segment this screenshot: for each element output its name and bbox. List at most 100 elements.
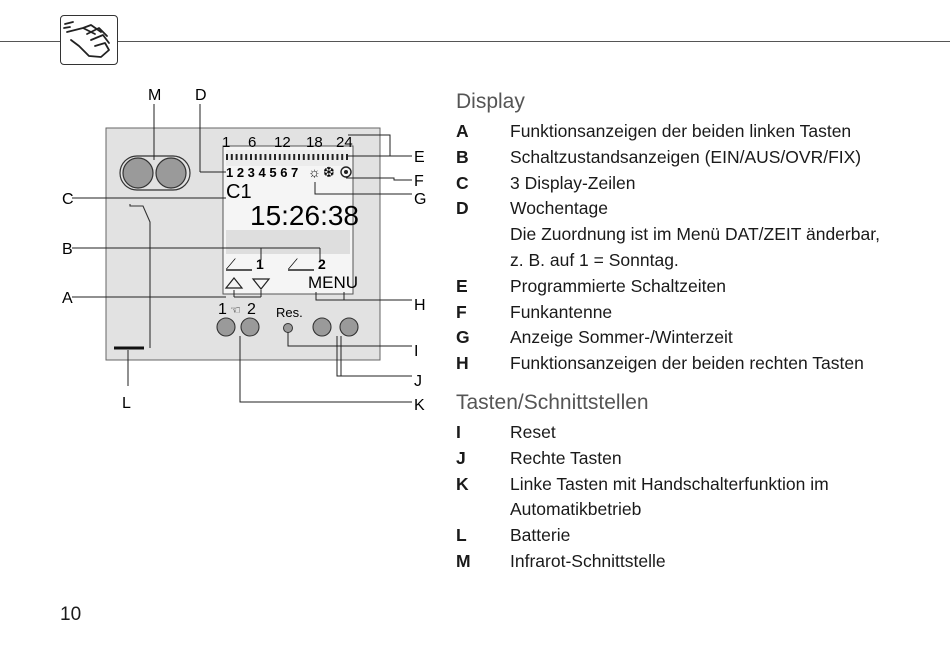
legend-letter: C <box>456 172 469 193</box>
hand-pointer-icon <box>60 15 118 65</box>
legend-text: Schaltzustandsanzeigen (EIN/AUS/OVR/FIX) <box>510 146 862 167</box>
legend-text: Funktionsanzeigen der beiden rechten Tas… <box>510 353 864 374</box>
callout-e: E <box>414 149 425 166</box>
legend-letter: M <box>456 550 471 571</box>
legend-letter <box>456 248 510 274</box>
legend-letter: I <box>456 422 461 442</box>
display-section-title: Display <box>456 90 525 113</box>
legend-letter: A <box>456 121 469 141</box>
legend-letter: D <box>456 198 469 219</box>
reset-label: Res. <box>276 305 303 320</box>
switch-icon-1: ⟋ <box>226 256 236 272</box>
callout-a: A <box>62 290 73 307</box>
key-label-2: 2 <box>247 301 256 318</box>
channel-2-label: 2 <box>318 256 326 272</box>
legend-letter: L <box>456 525 467 546</box>
legend-letter: K <box>456 473 469 494</box>
legend-item: z. B. auf 1 = Sonntag. <box>456 248 930 274</box>
hour-scale-1: 1 <box>222 134 230 151</box>
hour-scale-18: 18 <box>306 134 323 151</box>
legend-text: Wochentage <box>510 198 608 219</box>
hour-scale-6: 6 <box>248 134 256 151</box>
antenna-icon-center <box>344 170 348 174</box>
lcd-lower-panel <box>226 230 350 254</box>
callout-g: G <box>414 191 426 208</box>
legend-letter: G <box>456 327 470 348</box>
legend-letter: E <box>456 275 468 296</box>
legend-text: 3 Display-Zeilen <box>510 172 636 193</box>
reset-button[interactable] <box>283 323 293 333</box>
legend-item: K Linke Tasten mit Handschalterfunktion i… <box>456 472 930 498</box>
sun-icon: ☼ <box>308 164 321 180</box>
legend-text: Programmierte Schaltzeiten <box>510 275 726 296</box>
page-number: 10 <box>60 604 82 625</box>
switching-time-bar <box>226 154 348 160</box>
callout-lines <box>72 104 412 403</box>
legend-item: A Funktionsanzeigen der beiden linken Tas… <box>456 119 930 145</box>
channel-1-label: 1 <box>256 256 264 272</box>
legend-text: Automatikbetrieb <box>510 499 642 520</box>
callout-m: M <box>148 87 161 104</box>
callout-f: F <box>414 173 424 190</box>
legend-item: G Anzeige Sommer-/Winterzeit <box>456 325 930 351</box>
legend-item: H Funktionsanzeigen der beiden rechten Ta… <box>456 351 930 377</box>
legend-letter <box>456 497 510 523</box>
callout-h: H <box>414 297 426 314</box>
legend-text: Anzeige Sommer-/Winterzeit <box>510 327 733 348</box>
legend-letter: B <box>456 146 469 167</box>
ir-lens-left <box>122 157 154 189</box>
legend-item: Automatikbetrieb <box>456 497 930 523</box>
callout-l: L <box>122 395 131 412</box>
switch-icon-2: ⟋ <box>288 256 298 272</box>
callout-j: J <box>414 373 422 390</box>
legend-text: Rechte Tasten <box>510 447 622 468</box>
display-legend: A Funktionsanzeigen der beiden linken Tas… <box>456 119 930 377</box>
callout-b: B <box>62 241 73 258</box>
time-readout: 15:26:38 <box>250 200 359 231</box>
header-rule <box>0 41 950 42</box>
legend-item: F Funkantenne <box>456 300 930 326</box>
legend-item: J Rechte Tasten <box>456 446 930 472</box>
legend-text: Funktionsanzeigen der beiden linken Tast… <box>510 121 852 141</box>
legend-text: Die Zuordnung ist im Menü DAT/ZEIT änder… <box>510 224 880 245</box>
hour-scale-12: 12 <box>274 134 291 151</box>
menu-label: MENU <box>308 273 358 292</box>
device-diagram: 1 6 12 18 24 1 2 3 4 5 6 7 ☼ ❆ C1 15:26:… <box>62 87 426 414</box>
hour-scale-24: 24 <box>336 134 353 151</box>
legend-letter: J <box>456 447 466 468</box>
callout-c: C <box>62 191 74 208</box>
left-key-1[interactable] <box>216 317 236 337</box>
arrow-up-icon <box>224 277 244 289</box>
weekday-indicators: 1 2 3 4 5 6 7 <box>226 165 298 180</box>
right-key-1[interactable] <box>312 317 332 337</box>
legend-item: L Batterie <box>456 523 930 549</box>
legend-text: Batterie <box>510 525 571 546</box>
right-key-2[interactable] <box>339 317 359 337</box>
legend-item: D Wochentage <box>456 196 930 222</box>
legend-text: Funkantenne <box>510 301 613 322</box>
ir-interface-frame <box>119 155 191 191</box>
legend-text: Reset <box>510 422 556 442</box>
arrow-down-icon <box>251 278 271 290</box>
key-label-1: 1 <box>218 301 227 318</box>
legend-item: Die Zuordnung ist im Menü DAT/ZEIT änder… <box>456 222 930 248</box>
antenna-icon <box>340 166 352 178</box>
legend-letter: H <box>456 353 469 374</box>
legend-letter: F <box>456 301 467 322</box>
legend-text: Linke Tasten mit Handschalterfunktion im <box>510 473 829 494</box>
tasten-section-title: Tasten/Schnittstellen <box>456 391 649 414</box>
hand-icon: ☜ <box>230 303 241 317</box>
battery-compartment-edge <box>129 204 151 348</box>
display-line-c1: C1 <box>226 181 252 203</box>
ir-lens-right <box>155 157 187 189</box>
legend-item: B Schaltzustandsanzeigen (EIN/AUS/OVR/FIX… <box>456 145 930 171</box>
legend-item: I Reset <box>456 420 930 446</box>
legend-item: E Programmierte Schaltzeiten <box>456 274 930 300</box>
left-key-2[interactable] <box>240 317 260 337</box>
callout-i: I <box>414 343 418 360</box>
legend-letter <box>456 222 510 248</box>
legend-text: z. B. auf 1 = Sonntag. <box>510 249 679 270</box>
snowflake-icon: ❆ <box>323 164 335 180</box>
